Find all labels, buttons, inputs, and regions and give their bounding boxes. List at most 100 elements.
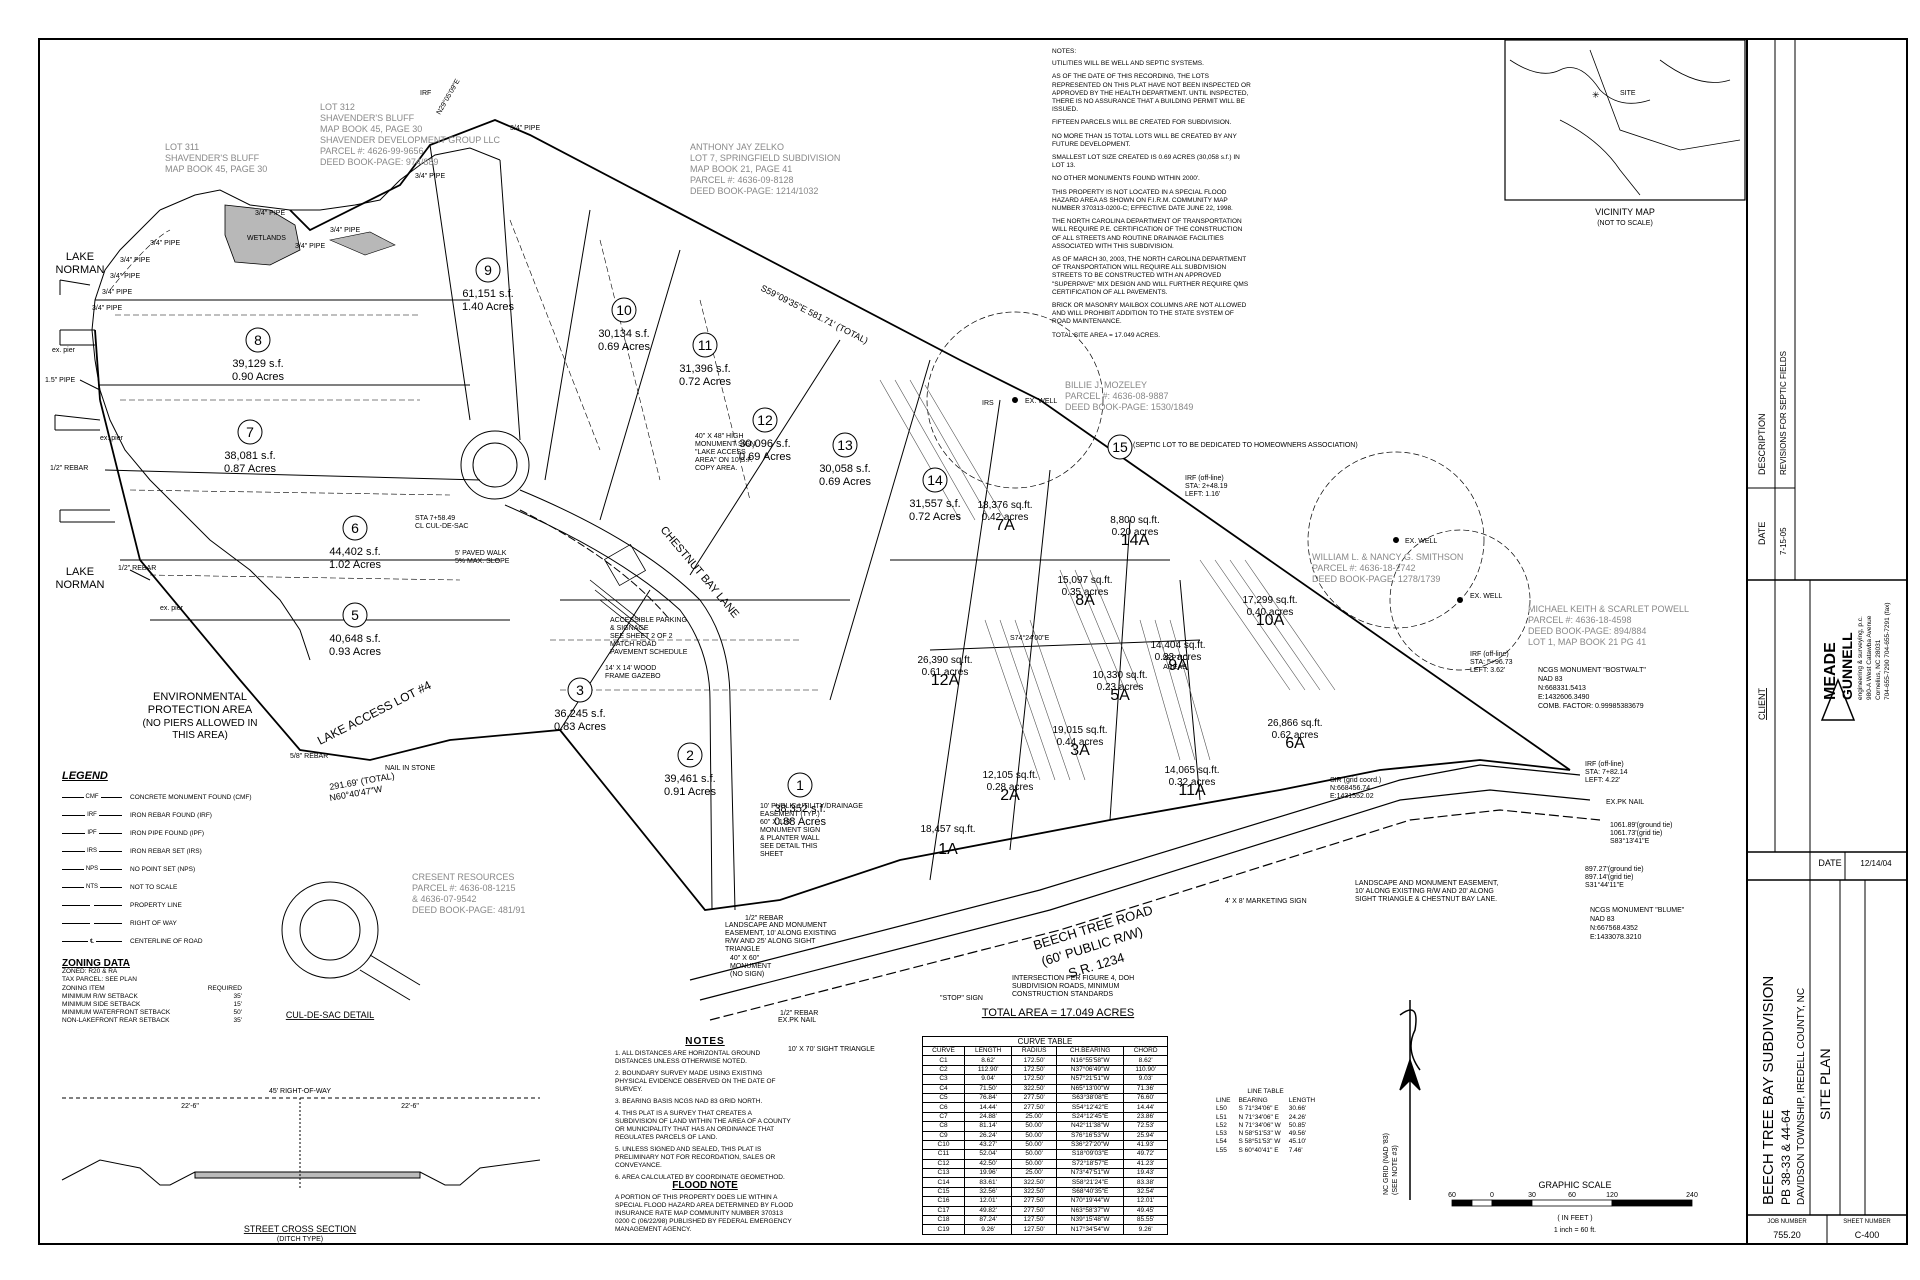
legend-label: IRON REBAR SET (IRS) [130, 847, 202, 855]
scale-units: ( IN FEET ) [1557, 1215, 1592, 1222]
curve-table-cell: N37°06'49"W [1056, 1064, 1125, 1076]
line-table-cell: N 71°34'06" W [1238, 1121, 1281, 1129]
lot-number-circle [692, 332, 718, 358]
curve-table-cell: 26.24' [963, 1130, 1013, 1141]
svg-text:NAD 83: NAD 83 [1538, 676, 1563, 683]
curve-table-cell: C4 [922, 1083, 965, 1094]
lot-area-sf: 36,245 s.f. [554, 708, 605, 720]
svg-text:TRIANGLE: TRIANGLE [725, 946, 760, 953]
svg-text:1061.73'(grid tie): 1061.73'(grid tie) [1610, 830, 1662, 837]
svg-text:DEED BOOK-PAGE: 1278/1739: DEED BOOK-PAGE: 1278/1739 [1312, 574, 1440, 584]
lot-area-acres: 0.87 Acres [224, 463, 276, 475]
svg-text:1.5" PIPE: 1.5" PIPE [45, 377, 75, 384]
svg-text:INTERSECTION PER FIGURE 4, DOH: INTERSECTION PER FIGURE 4, DOH [1012, 975, 1134, 982]
svg-text:LOT 7, SPRINGFIELD SUBDIVISION: LOT 7, SPRINGFIELD SUBDIVISION [690, 153, 840, 163]
svg-text:& SIGNAGE: & SIGNAGE [610, 625, 649, 632]
curve-table-cell: 322.50' [1011, 1083, 1058, 1094]
svg-text:LOT 1, MAP BOOK 21 PG 41: LOT 1, MAP BOOK 21 PG 41 [1528, 637, 1646, 647]
septic-lot-acres: 0.42 acres [982, 512, 1029, 523]
legend-label: PROPERTY LINE [130, 901, 182, 909]
lot-area-sf: 40,648 s.f. [329, 633, 380, 645]
line-table-header: BEARING [1238, 1097, 1268, 1104]
curve-table-cell: 50.00' [1011, 1121, 1058, 1132]
survey-notes: NOTES 1. ALL DISTANCES ARE HORIZONTAL GR… [615, 1037, 795, 1186]
svg-text:755.20: 755.20 [1773, 1230, 1801, 1240]
svg-text:LEFT: 1.16': LEFT: 1.16' [1185, 491, 1220, 498]
line-table-cell: 30.66' [1288, 1105, 1307, 1113]
lot-3: 336,245 s.f.0.83 Acres [554, 677, 606, 733]
curve-table-cell: 50.00' [1011, 1130, 1058, 1141]
curve-table-cell: S36°27'20"W [1056, 1139, 1125, 1151]
lot-number-circle [787, 772, 813, 798]
lot-number-circle [752, 407, 778, 433]
lot-area-sf: 39,461 s.f. [664, 773, 715, 785]
svg-text:SITE PLAN: SITE PLAN [1817, 1048, 1833, 1120]
line-table-header: LINE [1216, 1097, 1231, 1104]
svg-text:NAD 83: NAD 83 [1590, 916, 1615, 923]
lot-area-sf: 44,402 s.f. [329, 546, 380, 558]
adjoiner-smithson: WILLIAM L. & NANCY G. SMITHSON PARCEL #:… [1312, 552, 1463, 584]
svg-text:3/4" PIPE: 3/4" PIPE [255, 210, 285, 217]
curve-table-cell: 71.50' [963, 1083, 1013, 1094]
lot-number: 8 [254, 332, 262, 348]
lot-number: 12 [757, 412, 773, 428]
curve-table-header: CURVE [922, 1045, 965, 1057]
lot-area-acres: 1.40 Acres [462, 301, 514, 313]
nc-grid-label: NC GRID (NAD '83) [1383, 1133, 1390, 1195]
svg-text:DEED BOOK-PAGE: 974/889: DEED BOOK-PAGE: 974/889 [320, 157, 438, 167]
legend-title: LEGEND [62, 770, 108, 782]
septic-lot-number: 3A [1070, 742, 1090, 759]
svg-text:3/4" PIPE: 3/4" PIPE [295, 243, 325, 250]
curve-table-cell: C16 [922, 1196, 965, 1207]
septic-lot-acres: 0.40 acres [1247, 607, 1294, 618]
legend-label: IRON PIPE FOUND (IPF) [130, 829, 205, 837]
svg-text:MONUMENT: MONUMENT [730, 963, 772, 970]
curve-table-cell: C5 [922, 1092, 965, 1104]
svg-text:BEECH TREE BAY SUBDIVISION: BEECH TREE BAY SUBDIVISION [1760, 976, 1777, 1205]
curve-table-cell: 87.24' [963, 1215, 1013, 1226]
line-table-cell: S 60°40'41" E [1238, 1146, 1279, 1154]
note-item: TOTAL SITE AREA = 17.049 ACRES. [1052, 331, 1161, 339]
irs-label: IRS [982, 400, 994, 407]
lot-area-acres: 0.69 Acres [819, 476, 871, 488]
svg-text:E:1432606.3490: E:1432606.3490 [1538, 694, 1589, 701]
septic-lot-sf: 19,015 sq.ft. [1052, 725, 1107, 736]
lot-area-acres: 0.72 Acres [679, 376, 731, 388]
svg-text:MEADE: MEADE [1822, 642, 1839, 700]
svg-text:DESCRIPTION: DESCRIPTION [1757, 413, 1767, 475]
curve-table-cell: 110.90' [1123, 1064, 1168, 1076]
svg-text:REVISIONS FOR SEPTIC FIELDS: REVISIONS FOR SEPTIC FIELDS [1779, 351, 1788, 475]
curve-table-cell: C12 [922, 1158, 965, 1170]
svg-text:704-655-7290 704-655-7291 (fa: 704-655-7290 704-655-7291 (fax) [1884, 602, 1891, 700]
lot-area-sf: 39,129 s.f. [232, 358, 283, 370]
svg-text:40" X 48" HIGH: 40" X 48" HIGH [695, 433, 744, 440]
septic-lot-acres: 0.23 acres [1097, 682, 1144, 693]
curve-table-cell: 71.36' [1123, 1083, 1168, 1094]
curve-table-cell: C1 [922, 1055, 965, 1066]
property-boundary [94, 119, 1571, 911]
svg-text:✳: ✳ [1592, 90, 1600, 100]
curve-table-cell: 172.50' [1011, 1074, 1058, 1085]
legend-symbol: IRF [62, 812, 122, 818]
curve-table-cell: C15 [922, 1186, 965, 1198]
curve-table-cell: 322.50' [1011, 1186, 1058, 1198]
vicinity-map-title: VICINITY MAP [1595, 207, 1655, 217]
curve-table-cell: S58°21'24"E [1056, 1177, 1125, 1188]
septic-lot-sf: 14,065 sq.ft. [1164, 765, 1219, 776]
svg-text:5' PAVED WALK: 5' PAVED WALK [455, 550, 507, 557]
lot-2: 239,461 s.f.0.91 Acres [664, 742, 716, 798]
curve-table-cell: S24°12'45"E [1056, 1111, 1125, 1123]
svg-text:MAP BOOK 45, PAGE 30: MAP BOOK 45, PAGE 30 [165, 164, 267, 174]
